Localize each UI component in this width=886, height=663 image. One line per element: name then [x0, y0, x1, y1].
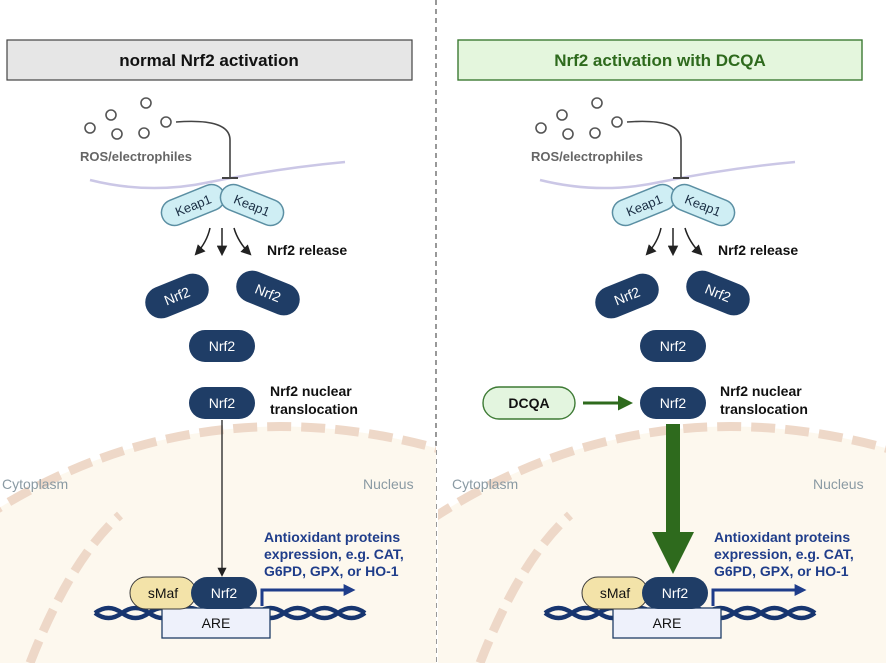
release-label: Nrf2 release [718, 242, 798, 258]
transcription-arrow [711, 584, 807, 606]
cell-membrane [89, 160, 346, 190]
ros-molecules [535, 97, 623, 140]
translocation-label-line1: Nrf2 nuclear [270, 383, 352, 399]
are-box [612, 607, 722, 639]
cell-membrane [539, 160, 796, 190]
ros-label: ROS/electrophiles [80, 149, 192, 164]
nrf2-middle: Nrf2 [640, 330, 706, 362]
inner-envelope [475, 511, 574, 663]
ros-molecules [84, 97, 172, 140]
release-arrows [194, 227, 252, 257]
cytoplasm-label: Cytoplasm [452, 476, 518, 492]
expression-line1: Antioxidant proteins [714, 529, 850, 545]
cytoplasm-label: Cytoplasm [2, 476, 68, 492]
ros-label: ROS/electrophiles [531, 149, 643, 164]
expression-line1: Antioxidant proteins [264, 529, 400, 545]
nrf2-tilted-left: Nrf2 [145, 273, 209, 319]
nrf2-label: Nrf2 [662, 585, 689, 601]
nrf2-tilted-right: Nrf2 [686, 270, 750, 316]
inhibition-line [175, 120, 231, 178]
expression-line2: expression, e.g. CAT, [714, 546, 854, 562]
nrf2-translocating: Nrf2 [640, 387, 706, 419]
inhibition-line [626, 120, 682, 178]
nrf2-tilted-right: Nrf2 [236, 270, 300, 316]
are-label: ARE [202, 615, 231, 631]
nrf2-tilted-left: Nrf2 [595, 273, 659, 319]
nuclear-envelope [0, 422, 436, 513]
are-box [161, 607, 271, 639]
nrf2-middle: Nrf2 [189, 330, 255, 362]
keap1-right: Keap1 [219, 183, 285, 227]
are-label: ARE [653, 615, 682, 631]
nrf2-bound [642, 577, 708, 609]
nrf2-label: Nrf2 [211, 585, 238, 601]
translocation-label-line2: translocation [270, 401, 358, 417]
expression-line3: G6PD, GPX, or HO-1 [714, 563, 849, 579]
enhanced-translocation-arrow-head [652, 532, 694, 574]
panel-title: Nrf2 activation with DCQA [554, 51, 766, 70]
nuclear-envelope [438, 422, 886, 521]
nrf2-bound [191, 577, 257, 609]
release-label: Nrf2 release [267, 242, 347, 258]
release-arrows [645, 227, 703, 257]
nucleus-label: Nucleus [813, 476, 864, 492]
keap1-left: Keap1 [160, 183, 226, 227]
smaf-label: sMaf [148, 585, 178, 601]
translocation-label-line1: Nrf2 nuclear [720, 383, 802, 399]
dcqa-molecule [482, 386, 576, 420]
dcqa-label: DCQA [508, 395, 549, 411]
smaf-label: sMaf [600, 585, 630, 601]
expression-line2: expression, e.g. CAT, [264, 546, 404, 562]
enhanced-translocation-arrow-shaft [666, 424, 680, 534]
panel-normal-activation: normal Nrf2 activation ROS/electrophiles… [0, 39, 436, 663]
nucleus-label: Nucleus [363, 476, 414, 492]
nrf2-label: Nrf2 [209, 338, 236, 354]
nrf2-label: Nrf2 [660, 395, 687, 411]
title-box [6, 39, 413, 81]
nucleus-region [0, 426, 436, 663]
title-box [457, 39, 863, 81]
nrf2-label: Nrf2 [660, 338, 687, 354]
panel-dcqa-activation: Nrf2 activation with DCQA ROS/electrophi… [438, 39, 886, 663]
inner-envelope [25, 511, 124, 663]
keap1-right: Keap1 [670, 183, 736, 227]
nrf2-label: Nrf2 [209, 395, 236, 411]
nrf2-translocating: Nrf2 [189, 387, 255, 419]
panel-title: normal Nrf2 activation [119, 51, 299, 70]
transcription-arrow [260, 584, 356, 606]
translocation-label-line2: translocation [720, 401, 808, 417]
expression-line3: G6PD, GPX, or HO-1 [264, 563, 399, 579]
